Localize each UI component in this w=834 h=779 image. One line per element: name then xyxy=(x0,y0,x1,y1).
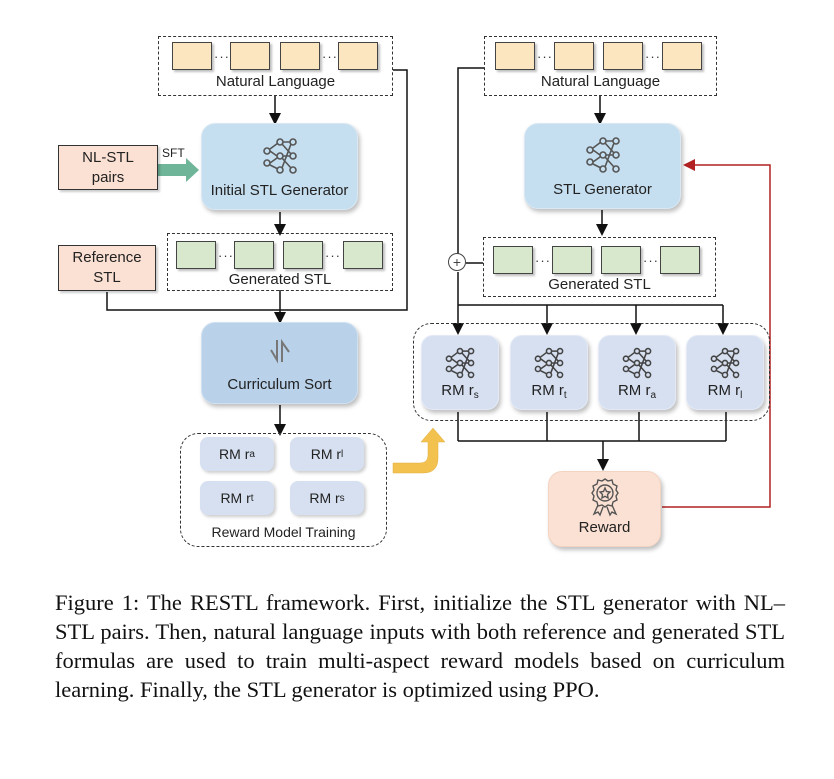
nl-token xyxy=(662,42,702,70)
ellipsis: ··· xyxy=(325,248,341,263)
reward-model-training-label: Reward Model Training xyxy=(211,524,356,540)
rm-prefix: RM r xyxy=(441,382,474,399)
stl-token xyxy=(601,246,641,274)
rm-prefix: RM r xyxy=(310,446,342,462)
ellipsis: ··· xyxy=(645,49,661,64)
rm-subscript: l xyxy=(341,448,344,460)
rm-subscript: t xyxy=(250,492,254,504)
stl-token xyxy=(343,241,383,269)
rm-prefix: RM r xyxy=(220,490,251,506)
neural-network-icon xyxy=(622,347,652,379)
natural-language-group-left xyxy=(158,36,393,96)
reference-stl-line1: Reference xyxy=(72,249,142,266)
stl-generator-node: STL Generator xyxy=(524,123,681,209)
edge-nl-to-plus xyxy=(457,67,484,254)
natural-language-label: Natural Language xyxy=(215,73,336,90)
plus-symbol: + xyxy=(452,254,462,270)
rm-prefix: RM r xyxy=(617,382,651,399)
rm-node-l: RM rl xyxy=(686,335,764,410)
ellipsis: ··· xyxy=(214,49,230,64)
generated-stl-label: Generated STL xyxy=(228,271,332,288)
ellipsis: ··· xyxy=(537,49,553,64)
rm-prefix: RM r xyxy=(707,382,741,399)
rm-label: RM rl xyxy=(708,382,743,401)
initial-stl-generator-node: Initial STL Generator xyxy=(201,123,358,210)
rm-subscript: a xyxy=(650,390,657,401)
rm-subscript: l xyxy=(740,390,743,401)
rm-subscript: s xyxy=(339,492,345,504)
nl-token xyxy=(280,42,320,70)
rm-node-t: RM rt xyxy=(510,335,588,410)
reward-models-group xyxy=(413,323,770,421)
curriculum-sort-label: Curriculum Sort xyxy=(227,376,332,393)
reward-model-training-group xyxy=(180,433,387,547)
rm-prefix: RM r xyxy=(219,446,250,462)
neural-network-icon xyxy=(445,347,475,379)
rm-node-a: RM ra xyxy=(598,335,676,410)
initial-stl-generator-label: Initial STL Generator xyxy=(210,182,349,199)
reward-node: Reward xyxy=(548,471,661,547)
nl-token xyxy=(172,42,212,70)
neural-network-icon xyxy=(585,137,620,173)
natural-language-group-right xyxy=(484,36,717,96)
transfer-arrow-icon xyxy=(392,427,446,474)
ellipsis: ··· xyxy=(218,248,234,263)
rm-subscript: t xyxy=(563,390,567,401)
rm-prefix: RM r xyxy=(309,490,340,506)
rm-prefix: RM r xyxy=(531,382,564,399)
nl-token xyxy=(230,42,270,70)
stl-token xyxy=(552,246,592,274)
generated-stl-group-right xyxy=(483,237,716,297)
stl-token xyxy=(176,241,216,269)
nl-stl-pairs-line2: pairs xyxy=(91,168,125,186)
neural-network-icon xyxy=(262,138,297,174)
nl-token xyxy=(554,42,594,70)
sort-icon xyxy=(269,338,290,364)
natural-language-label: Natural Language xyxy=(540,73,661,90)
stl-generator-label: STL Generator xyxy=(553,181,652,198)
stl-token xyxy=(660,246,700,274)
reference-stl-line2: STL xyxy=(93,269,121,286)
stl-token xyxy=(283,241,323,269)
generated-stl-group-left xyxy=(167,233,393,291)
ellipsis: ··· xyxy=(535,253,551,268)
rm-label: RM rt xyxy=(531,382,566,401)
plus-junction: + xyxy=(448,253,466,271)
ellipsis: ··· xyxy=(643,253,659,268)
sft-label: SFT xyxy=(162,146,185,160)
rm-label: RM rs xyxy=(441,382,479,401)
reference-stl-box: Reference STL xyxy=(58,245,156,291)
nl-token xyxy=(603,42,643,70)
award-badge-icon xyxy=(590,478,619,517)
nl-token xyxy=(338,42,378,70)
rm-label: RM ra xyxy=(618,382,656,401)
ellipsis: ··· xyxy=(322,49,338,64)
nl-token xyxy=(495,42,535,70)
neural-network-icon xyxy=(534,347,564,379)
generated-stl-label: Generated STL xyxy=(548,276,651,293)
stl-token xyxy=(234,241,274,269)
stl-token xyxy=(493,246,533,274)
neural-network-icon xyxy=(710,347,740,379)
reward-label: Reward xyxy=(578,519,631,536)
rm-subscript: a xyxy=(249,448,255,460)
figure-caption: Figure 1: The RESTL framework. First, in… xyxy=(55,590,785,702)
rm-node-s: RM rs xyxy=(421,335,499,410)
nl-stl-pairs-box: NL-STL pairs xyxy=(58,145,158,190)
curriculum-sort-node: Curriculum Sort xyxy=(201,322,358,404)
rm-subscript: s xyxy=(473,390,479,401)
edge-reference-stl xyxy=(106,292,280,311)
sft-arrow-icon xyxy=(158,158,199,182)
nl-stl-pairs-line1: NL-STL xyxy=(82,148,134,166)
